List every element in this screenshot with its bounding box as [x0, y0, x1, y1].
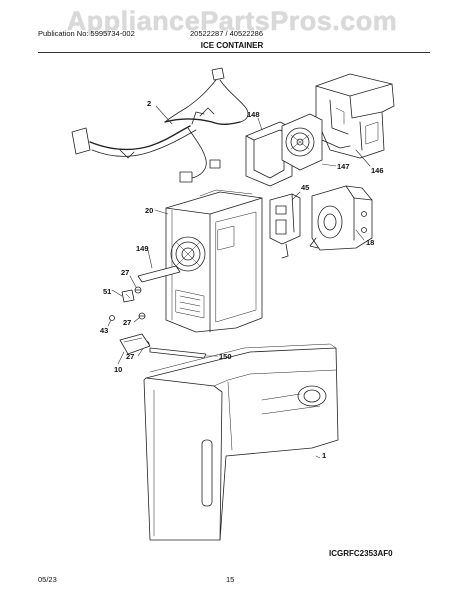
model-numbers: 20522287 / 40522286 [190, 29, 263, 38]
page-number: 15 [226, 575, 235, 584]
part-fan-motor[interactable] [281, 113, 351, 171]
callout-147: 147 [337, 162, 350, 171]
part-cover[interactable] [119, 333, 151, 355]
callout-27-top: 27 [121, 268, 130, 277]
callout-43: 43 [100, 326, 109, 335]
callout-2: 2 [147, 99, 152, 108]
part-auger-motor[interactable] [309, 185, 373, 251]
callout-18: 18 [366, 238, 375, 247]
footer-date: 05/23 [38, 575, 57, 584]
callout-45: 45 [301, 183, 310, 192]
header-rule [38, 52, 430, 53]
callout-27-middle: 27 [123, 318, 132, 327]
part-seal-strip[interactable] [149, 347, 207, 359]
part-switch-bracket[interactable] [269, 193, 301, 259]
part-gasket-strip[interactable] [137, 265, 181, 283]
part-ice-duct-housing[interactable] [315, 73, 395, 159]
diagram-code: ICGRFC2353AF0 [329, 549, 393, 558]
callout-10: 10 [114, 365, 123, 374]
callout-27-bottom: 27 [126, 352, 135, 361]
publication-number: Publication No: 5995734-002 [38, 29, 135, 38]
part-ice-container[interactable] [143, 343, 339, 541]
callout-51: 51 [103, 287, 112, 296]
callout-150: 150 [219, 352, 232, 361]
callout-148: 148 [247, 110, 260, 119]
page-title: ICE CONTAINER [200, 41, 264, 50]
callout-149: 149 [136, 244, 149, 253]
part-drive-housing[interactable] [165, 189, 263, 333]
part-wire-harness[interactable] [71, 67, 249, 183]
watermark: AppliancePartsPros.com [66, 6, 398, 36]
part-small-screw[interactable] [109, 315, 115, 321]
callout-1: 1 [322, 451, 327, 460]
part-clip[interactable] [121, 289, 135, 303]
part-screw-2[interactable] [138, 312, 146, 320]
callout-20: 20 [145, 206, 154, 215]
part-screw-1[interactable] [134, 286, 142, 294]
callout-146: 146 [371, 166, 384, 175]
